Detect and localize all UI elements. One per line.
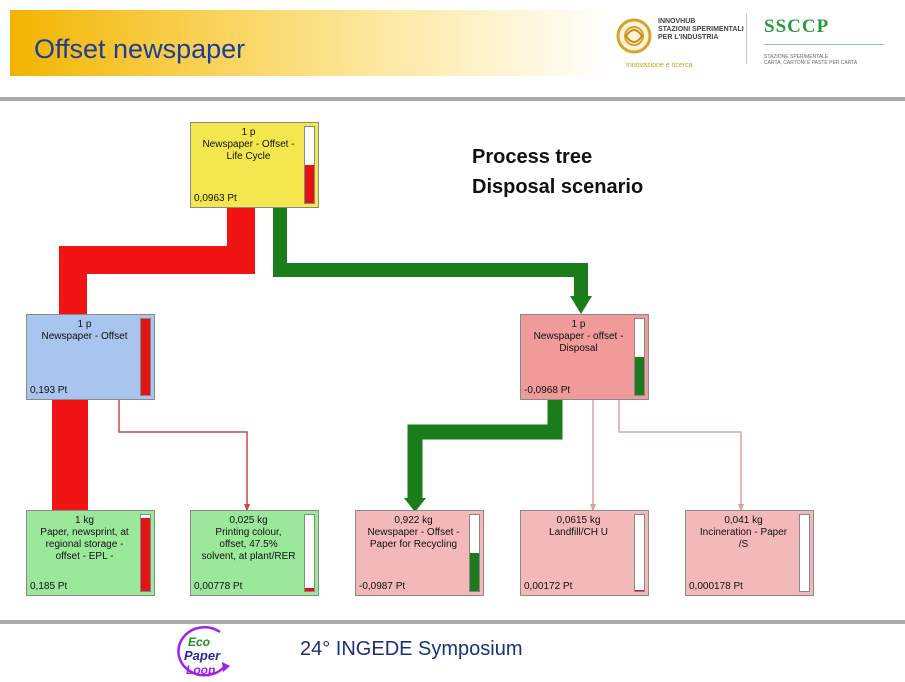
node-name: Newspaper - Offset - Paper for Recycling [367,527,460,550]
innovhub-line-1: INNOVHUB [658,18,696,25]
node-quantity: 1 p [77,319,92,330]
ssccp-name: SSCCP [764,16,830,37]
node-newspaper-offset[interactable]: 1 p Newspaper - Offset 0,193 Pt [26,314,155,400]
node-label: 1 kg Paper, newsprint, at regional stora… [29,515,140,563]
impact-bar-fill [635,357,644,395]
ssccp-logo: SSCCP STAZIONE SPERIMENTALE CARTA, CARTO… [754,10,894,72]
title-bar: Offset newspaper [10,10,612,76]
note-line-1: Process tree [472,146,593,168]
node-name: Paper, newsprint, at regional storage - … [40,527,129,562]
edge-lifecycle-to-disposal [273,207,588,300]
node-score: 0,000178 Pt [689,581,743,592]
node-name: Newspaper - Offset - Life Cycle [202,139,295,162]
impact-bar-fill [305,587,314,591]
logo-divider [746,14,747,64]
impact-bar [634,514,645,592]
node-score: 0,185 Pt [30,581,68,592]
node-quantity: 1 p [571,319,586,330]
node-label: 0,922 kg Newspaper - Offset - Paper for … [358,515,469,551]
node-score: 0,00172 Pt [524,581,573,592]
impact-bar-fill [470,553,479,591]
node-label: 0,041 kg Incineration - Paper /S [688,515,799,551]
innovhub-line-2: STAZIONI SPERIMENTALI [658,26,744,33]
impact-bar-fill [305,165,314,203]
node-printing-colour[interactable]: 0,025 kg Printing colour, offset, 47.5% … [190,510,319,596]
impact-bar [469,514,480,592]
edge-disposal-to-recycling-arrowhead [404,498,426,512]
node-incineration[interactable]: 0,041 kg Incineration - Paper /S 0,00017… [685,510,814,596]
node-quantity: 1 kg [75,515,94,526]
impact-bar [304,514,315,592]
node-quantity: 0,025 kg [229,515,268,526]
slide-title: Offset newspaper [34,34,246,64]
node-label: 1 p Newspaper - offset - Disposal [523,319,634,355]
innovhub-tagline: Innovazione e ricerca [626,62,693,69]
impact-bar [140,514,151,592]
node-quantity: 1 p [241,127,256,138]
node-quantity: 0,041 kg [724,515,763,526]
edge-lifecycle-to-offset [59,207,255,318]
impact-bar [799,514,810,592]
impact-bar-fill [635,590,644,591]
innovhub-emblem-icon [616,18,652,54]
logo-word-loop: Loop [186,663,215,677]
node-name: Printing colour, offset, 47.5% solvent, … [201,527,296,562]
node-quantity: 0,922 kg [394,515,433,526]
node-label: 0,025 kg Printing colour, offset, 47.5% … [193,515,304,563]
diagram-note: Process tree Disposal scenario [472,142,643,202]
ecopaperloop-logo: Eco Paper Loop [177,626,230,677]
impact-bar-fill [141,518,150,591]
impact-bar [634,318,645,396]
impact-bar [140,318,151,396]
bottom-divider [0,620,905,624]
symposium-label: 24° INGEDE Symposium [300,638,523,660]
ssccp-tagline: STAZIONE SPERIMENTALE CARTA, CARTONI E P… [764,54,857,66]
node-label: 1 p Newspaper - Offset - Life Cycle [193,127,304,163]
node-life-cycle[interactable]: 1 p Newspaper - Offset - Life Cycle 0,09… [190,122,319,208]
node-label: 0,0615 kg Landfill/CH U [523,515,634,539]
node-name: Newspaper - Offset [41,331,128,342]
edge-disposal-to-incineration-arrowhead [738,504,744,512]
node-score: 0,00778 Pt [194,581,243,592]
edge-disposal-to-incineration [618,399,742,510]
node-label: 1 p Newspaper - Offset [29,319,140,343]
node-paper-newsprint[interactable]: 1 kg Paper, newsprint, at regional stora… [26,510,155,596]
node-name: Landfill/CH U [549,527,608,538]
node-name: Newspaper - offset - Disposal [533,331,624,354]
note-line-2: Disposal scenario [472,176,644,198]
innovhub-name: INNOVHUB STAZIONI SPERIMENTALI PER L'IND… [658,18,744,42]
impact-bar [304,126,315,204]
logo-loop-arrow-icon [177,626,226,677]
edge-disposal-to-landfill-arrowhead [590,504,596,512]
node-disposal[interactable]: 1 p Newspaper - offset - Disposal -0,096… [520,314,649,400]
node-score: -0,0987 Pt [359,581,406,592]
ssccp-line-2: CARTA, CARTONI E PASTE PER CARTA [764,60,858,66]
edge-disposal-to-recycling [407,399,563,500]
logo-word-eco: Eco [188,635,210,649]
edge-offset-to-printing-arrowhead [244,504,250,512]
impact-bar-fill [141,319,150,395]
innovhub-line-3: PER L'INDUSTRIA [658,34,719,41]
edge-lifecycle-to-disposal-arrowhead [570,296,592,314]
edge-offset-to-printing [118,399,248,510]
node-quantity: 0,0615 kg [556,515,601,526]
node-name: Incineration - Paper /S [699,527,788,550]
innovhub-logo: INNOVHUB STAZIONI SPERIMENTALI PER L'IND… [612,10,744,72]
node-landfill[interactable]: 0,0615 kg Landfill/CH U 0,00172 Pt [520,510,649,596]
node-paper-for-recycling[interactable]: 0,922 kg Newspaper - Offset - Paper for … [355,510,484,596]
node-score: -0,0968 Pt [524,385,571,396]
node-score: 0,193 Pt [30,385,68,396]
ssccp-line-1: STAZIONE SPERIMENTALE [764,54,829,60]
ssccp-rule [764,44,884,45]
top-divider [0,97,905,101]
logo-word-paper: Paper [184,648,221,663]
node-score: 0,0963 Pt [194,193,237,204]
